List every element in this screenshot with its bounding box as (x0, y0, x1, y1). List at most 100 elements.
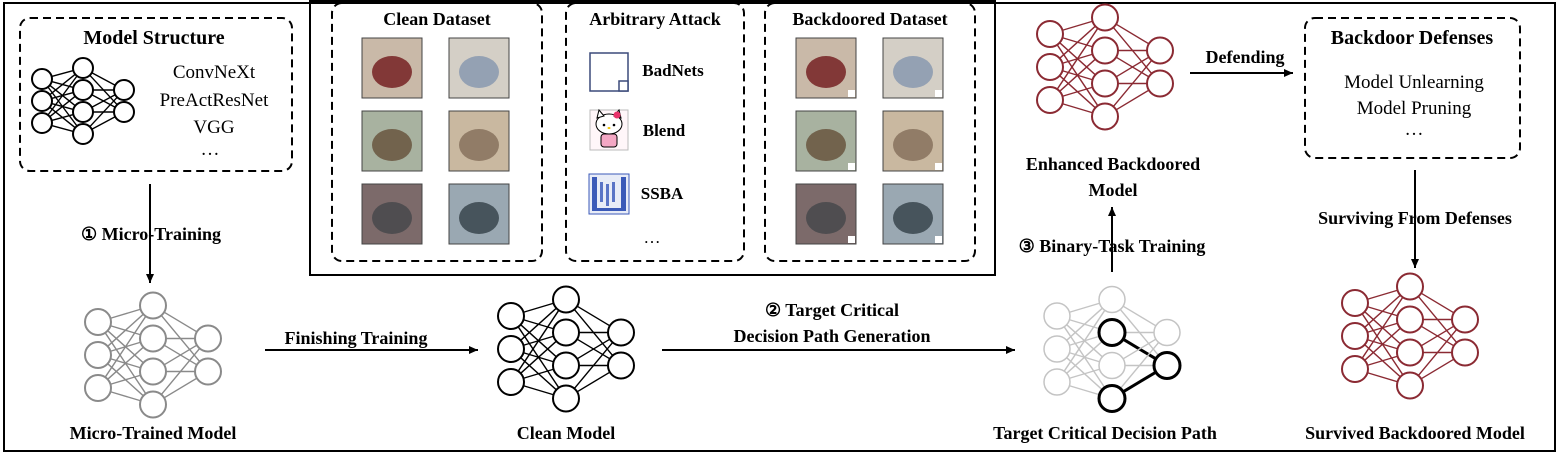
network-edge (107, 346, 144, 380)
neuron (1091, 3, 1119, 32)
neuron (1341, 322, 1369, 350)
neuron (84, 374, 112, 402)
neuron (497, 302, 525, 330)
clean-dataset-box (331, 2, 543, 262)
neuron (72, 101, 94, 123)
neuron (1098, 285, 1126, 314)
arrows (146, 69, 1419, 354)
step-target-path-line1: ② Target Critical (764, 300, 900, 320)
label-target-critical-decision-path: Target Critical Decision Path (993, 423, 1217, 443)
neuron (113, 79, 135, 101)
neuron (552, 351, 580, 380)
network-edge (49, 95, 76, 118)
network-edge (110, 391, 141, 402)
clean-image-bird (361, 37, 423, 99)
network-edge (91, 72, 116, 86)
neuron (139, 324, 167, 353)
network-edge (1420, 325, 1455, 347)
network-edge (110, 374, 141, 385)
network-edge (1364, 294, 1401, 328)
clean-dataset-title: Clean Dataset (383, 9, 491, 29)
arbitrary-attack-box (565, 2, 745, 262)
neuron (1043, 368, 1071, 396)
clean-image-cat (361, 183, 423, 245)
network-edge (576, 338, 611, 360)
network-edge (1367, 372, 1398, 383)
neuron (1091, 36, 1119, 65)
network-edge (51, 69, 74, 78)
network-edge (107, 313, 144, 347)
step-finishing-training: Finishing Training (284, 328, 428, 348)
step-defending: Defending (1205, 47, 1285, 67)
network-edge (91, 94, 116, 108)
network-edge (523, 302, 554, 313)
survived-backdoored-network (1341, 272, 1479, 400)
clean-image-truck (448, 37, 510, 99)
step-target-path-line2: Decision Path Generation (733, 326, 931, 346)
neuron (139, 390, 167, 419)
trigger-patch (848, 163, 855, 170)
neuron (194, 324, 222, 353)
network-edge (104, 315, 147, 378)
network-edge (1056, 27, 1099, 90)
label-enhanced-backdoored-line2: Model (1088, 180, 1138, 200)
clean-image-ship (448, 183, 510, 245)
trigger-patch (935, 163, 942, 170)
network-edge (1122, 338, 1157, 360)
network-edge (1069, 302, 1100, 313)
neuron (1036, 86, 1064, 114)
neuron (139, 357, 167, 386)
network-edge (91, 116, 116, 130)
network-edge (1417, 329, 1458, 376)
backdoored-dataset-box (764, 2, 976, 262)
network-edge (1119, 342, 1160, 389)
network-edge (1364, 327, 1401, 361)
trigger-patch (848, 90, 855, 97)
clean-image-deer (361, 110, 423, 172)
badnets-trigger-icon (589, 52, 629, 92)
model-structure-network (31, 57, 135, 145)
neuron (552, 285, 580, 314)
network-edge (1059, 58, 1096, 92)
model-structure-item-more: … (200, 139, 220, 160)
neuron (1098, 351, 1126, 380)
critical-neuron (1152, 351, 1182, 380)
critical-neuron (1097, 318, 1127, 347)
neuron (84, 341, 112, 369)
network-edge (1112, 60, 1153, 107)
neuron (1043, 302, 1071, 330)
backdoor-defenses-box (1304, 17, 1521, 159)
model-structure-item-convnext: ConvNeXt (172, 62, 256, 83)
neuron (552, 384, 580, 413)
neuron (84, 308, 112, 336)
neuron (497, 368, 525, 396)
label-micro-trained-model: Micro-Trained Model (69, 423, 237, 443)
network-edge (1062, 86, 1093, 97)
defense-item-more: … (1404, 119, 1424, 140)
neuron (1146, 69, 1174, 98)
neuron (1396, 272, 1424, 301)
network-edge (1069, 368, 1100, 379)
label-enhanced-backdoored-line1: Enhanced Backdoored (1025, 154, 1201, 174)
network-edge (1367, 355, 1398, 366)
ssba-noise-icon (588, 173, 630, 215)
neuron (113, 101, 135, 123)
network-edge (1069, 385, 1100, 396)
network-edge (163, 311, 198, 333)
neuron (72, 79, 94, 101)
network-edge (576, 371, 611, 393)
backdoored-image-ship (882, 183, 944, 245)
backdoored-image-horse (882, 110, 944, 172)
network-edge (1059, 25, 1096, 59)
step-binary-task-training: ③ Binary-Task Training (1018, 236, 1206, 256)
network-edge (1420, 358, 1455, 380)
neuron (1091, 69, 1119, 98)
network-edge (1066, 340, 1103, 374)
neuron (194, 357, 222, 386)
network-edge (160, 348, 201, 395)
neuron (607, 351, 635, 380)
neuron (607, 318, 635, 347)
attack-label-ssba: SSBA (640, 184, 684, 203)
step-surviving-from-defenses: Surviving From Defenses (1318, 208, 1512, 228)
